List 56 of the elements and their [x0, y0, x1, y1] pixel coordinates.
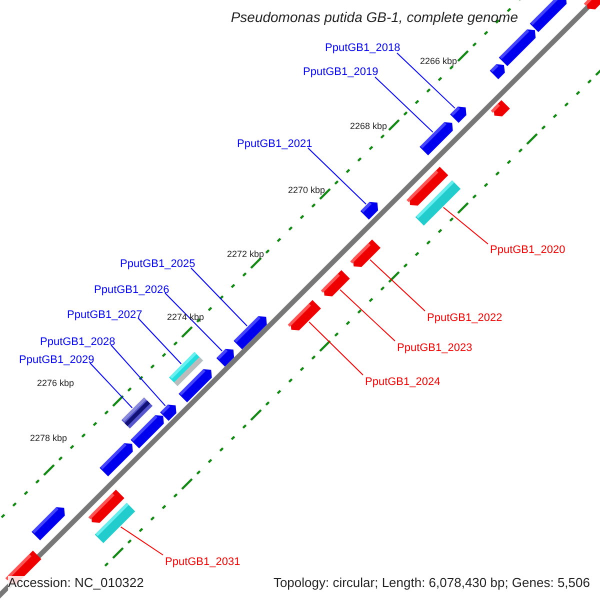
scale-label: 2272 kbp — [227, 249, 264, 260]
title: Pseudomonas putida GB-1, complete genome — [230, 9, 518, 26]
leader-line — [120, 526, 164, 556]
gene-arrow-shape — [350, 239, 381, 268]
gene-label: PputGB1_2031 — [165, 556, 240, 569]
leader-line — [374, 76, 434, 133]
gene-label: PputGB1_2023 — [397, 342, 472, 355]
gene-arrow-shape — [288, 300, 321, 330]
leader-line — [442, 206, 488, 244]
leader-line — [164, 292, 223, 352]
scale-label: 2274 kbp — [167, 312, 204, 322]
gene-label: PputGB1_2025 — [120, 258, 196, 271]
gene-label: PputGB1_2027 — [67, 309, 142, 322]
gene-arrow-shape — [490, 64, 505, 80]
leader-line — [340, 289, 396, 342]
scale-label: 2278 kbp — [30, 433, 68, 444]
gene-arrow-shape — [360, 202, 378, 220]
gene-arrow-shape — [234, 316, 267, 350]
leader-line — [110, 344, 166, 406]
gene-label: PputGB1_2019 — [303, 66, 378, 79]
gene-arrow-shape — [88, 490, 124, 523]
leader-line — [190, 268, 248, 326]
gene-arrow-shape — [450, 106, 466, 123]
gene-arrow-shape — [498, 29, 536, 66]
gene-arrow-shape — [490, 100, 510, 116]
genome-summary-text: Topology: circular; Length: 6,078,430 bp; Genes: 5,506 — [273, 576, 590, 591]
gene-arrow-shape — [320, 270, 350, 296]
scale-label: 2266 kbp — [420, 56, 458, 66]
leader-line — [308, 321, 364, 376]
gene-arrow-shape — [130, 415, 164, 448]
leader-line — [308, 148, 366, 205]
gene-arrow-shape — [216, 348, 234, 367]
leader-line — [90, 362, 133, 408]
gene-label: PputGB1_2020 — [490, 244, 566, 257]
gene-label: PputGB1_2018 — [325, 42, 400, 55]
gene-arrow-shape — [178, 369, 212, 402]
gene-label: PputGB1_2029 — [19, 354, 94, 367]
leader-line — [138, 318, 182, 364]
gene-arrow-shape — [160, 404, 176, 421]
scale-label: 2276 kbp — [37, 378, 74, 388]
leader-line — [396, 52, 456, 109]
gene-arrow-shape — [530, 0, 567, 32]
gene-label: PputGB1_2021 — [237, 138, 312, 151]
gene-arrow-shape — [406, 166, 448, 206]
gene-arrow-shape — [32, 507, 65, 540]
scale-label: 2270 kbp — [288, 185, 326, 196]
leader-line — [370, 259, 426, 312]
gene-label: PputGB1_2022 — [427, 312, 502, 325]
accession-text: Accession: NC_010322 — [8, 576, 144, 591]
gene-arrow-shape — [100, 443, 133, 476]
gene-label: PputGB1_2026 — [94, 284, 170, 297]
gene-arrow-shape — [420, 122, 453, 156]
scale-label: 2268 kbp — [350, 121, 388, 132]
gene-label: PputGB1_2028 — [40, 336, 116, 349]
gene-label: PputGB1_2024 — [365, 376, 440, 389]
gene-arrow-shape — [584, 0, 600, 10]
